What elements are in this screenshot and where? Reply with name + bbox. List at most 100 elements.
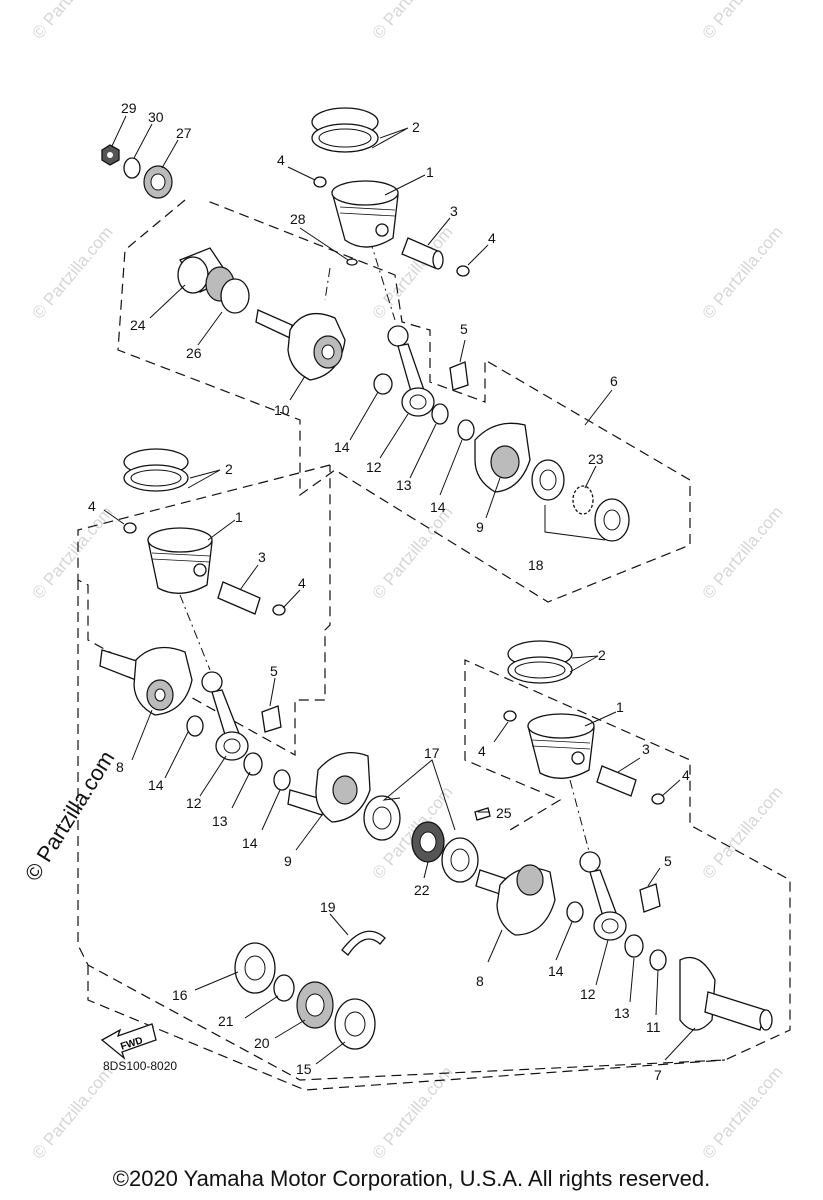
callout-14: 14 <box>148 777 164 793</box>
callout-14: 14 <box>334 439 350 455</box>
callout-12: 12 <box>580 986 596 1002</box>
circlip-icon <box>313 176 327 188</box>
callout-15: 15 <box>296 1061 312 1077</box>
callout-14: 14 <box>430 499 446 515</box>
callout-1: 1 <box>616 699 624 715</box>
callout-20: 20 <box>254 1035 270 1051</box>
callout-4: 4 <box>488 230 496 246</box>
right-piston-rings <box>507 640 573 684</box>
upper-piston <box>331 180 399 248</box>
thrust-washer-icon <box>273 769 291 791</box>
small-end-bearing <box>639 883 661 913</box>
middle-assembly-outline <box>77 464 331 757</box>
small-end-bearing <box>261 705 282 733</box>
middle-crankshaft-right <box>287 752 371 823</box>
callout-10: 10 <box>274 402 290 418</box>
callout-26: 26 <box>186 345 202 361</box>
callout-3: 3 <box>258 549 266 565</box>
callout-28: 28 <box>290 211 306 227</box>
axis-line <box>569 779 591 856</box>
callout-4: 4 <box>298 575 306 591</box>
callout-13: 13 <box>212 813 228 829</box>
callout-25: 25 <box>496 805 512 821</box>
upper-piston-rings <box>311 107 379 153</box>
callout-5: 5 <box>270 663 278 679</box>
copyright-notice: ©2020 Yamaha Motor Corporation, U.S.A. A… <box>112 1166 711 1191</box>
right-piston-pin <box>596 765 637 797</box>
circlip-icon <box>123 522 137 534</box>
circlip-icon <box>456 265 470 277</box>
callout-2: 2 <box>225 461 233 477</box>
callout-22: 22 <box>414 882 430 898</box>
lower-bearings <box>234 930 386 1050</box>
upper-crankshaft-left <box>255 309 346 381</box>
watermark: © Partzilla.com <box>699 503 787 603</box>
circlip-icon <box>651 793 665 805</box>
diagram-code: 8DS100-8020 <box>103 1059 178 1073</box>
watermark: © Partzilla.com <box>699 223 787 323</box>
callout-1: 1 <box>235 509 243 525</box>
watermark: © Partzilla.com <box>699 783 787 883</box>
bearing-icon <box>624 934 644 958</box>
callout-5: 5 <box>664 853 672 869</box>
watermark: © Partzilla.com <box>699 0 787 43</box>
watermark: © Partzilla.com <box>29 223 117 323</box>
callout-3: 3 <box>450 203 458 219</box>
thrust-washer-icon <box>566 901 584 923</box>
thrust-washer-icon <box>649 949 667 971</box>
crank-nut-washer-seal <box>101 144 173 199</box>
callout-17: 17 <box>424 745 440 761</box>
axis-line <box>369 239 396 321</box>
watermark: © Partzilla.com <box>369 0 457 43</box>
callout-2: 2 <box>412 119 420 135</box>
middle-piston <box>147 527 213 594</box>
watermarks: © Partzilla.com © Partzilla.com © Partzi… <box>29 0 787 1163</box>
callout-labels: 29 30 27 2 4 1 28 3 4 24 26 5 6 10 14 12… <box>88 100 690 1083</box>
callout-23: 23 <box>588 451 604 467</box>
upper-crankshaft-right <box>474 422 630 542</box>
watermark: © Partzilla.com <box>699 1063 787 1163</box>
callout-2: 2 <box>598 647 606 663</box>
callout-14: 14 <box>242 835 258 851</box>
callout-8: 8 <box>476 973 484 989</box>
middle-crankshaft-left <box>99 646 193 716</box>
watermark: © Partzilla.com <box>29 503 117 603</box>
right-crankshaft-right <box>679 956 773 1031</box>
callout-6: 6 <box>610 373 618 389</box>
callout-8: 8 <box>116 759 124 775</box>
callout-13: 13 <box>614 1005 630 1021</box>
callout-4: 4 <box>682 767 690 783</box>
callout-27: 27 <box>176 125 192 141</box>
watermark: © Partzilla.com <box>29 0 117 43</box>
small-end-bearing <box>449 361 469 391</box>
upper-assembly-outline <box>117 199 691 603</box>
circlip-icon <box>503 710 517 722</box>
callout-3: 3 <box>642 741 650 757</box>
callout-4: 4 <box>277 152 285 168</box>
assembly-outlines <box>77 199 791 1091</box>
circlip-icon <box>272 604 286 616</box>
right-connecting-rod <box>579 851 627 941</box>
callout-30: 30 <box>148 109 164 125</box>
key-icon <box>346 258 358 266</box>
axis-line <box>324 267 331 301</box>
callout-9: 9 <box>476 519 484 535</box>
watermark: © Partzilla.com <box>29 1063 117 1163</box>
callout-1: 1 <box>426 164 434 180</box>
callout-7: 7 <box>654 1067 662 1083</box>
middle-connecting-rod <box>201 671 249 761</box>
bearing-icon <box>243 752 263 776</box>
callout-4: 4 <box>88 498 96 514</box>
needle-bearing <box>177 247 250 314</box>
leader-lines <box>103 115 696 1065</box>
lower-bearing-outline <box>87 965 726 1091</box>
callout-12: 12 <box>366 459 382 475</box>
callout-14: 14 <box>548 963 564 979</box>
right-crankshaft-left <box>475 864 556 936</box>
right-piston <box>527 713 595 779</box>
callout-21: 21 <box>218 1013 234 1029</box>
watermark: © Partzilla.com <box>369 1063 457 1163</box>
callout-11: 11 <box>646 1019 661 1035</box>
callout-9: 9 <box>284 853 292 869</box>
